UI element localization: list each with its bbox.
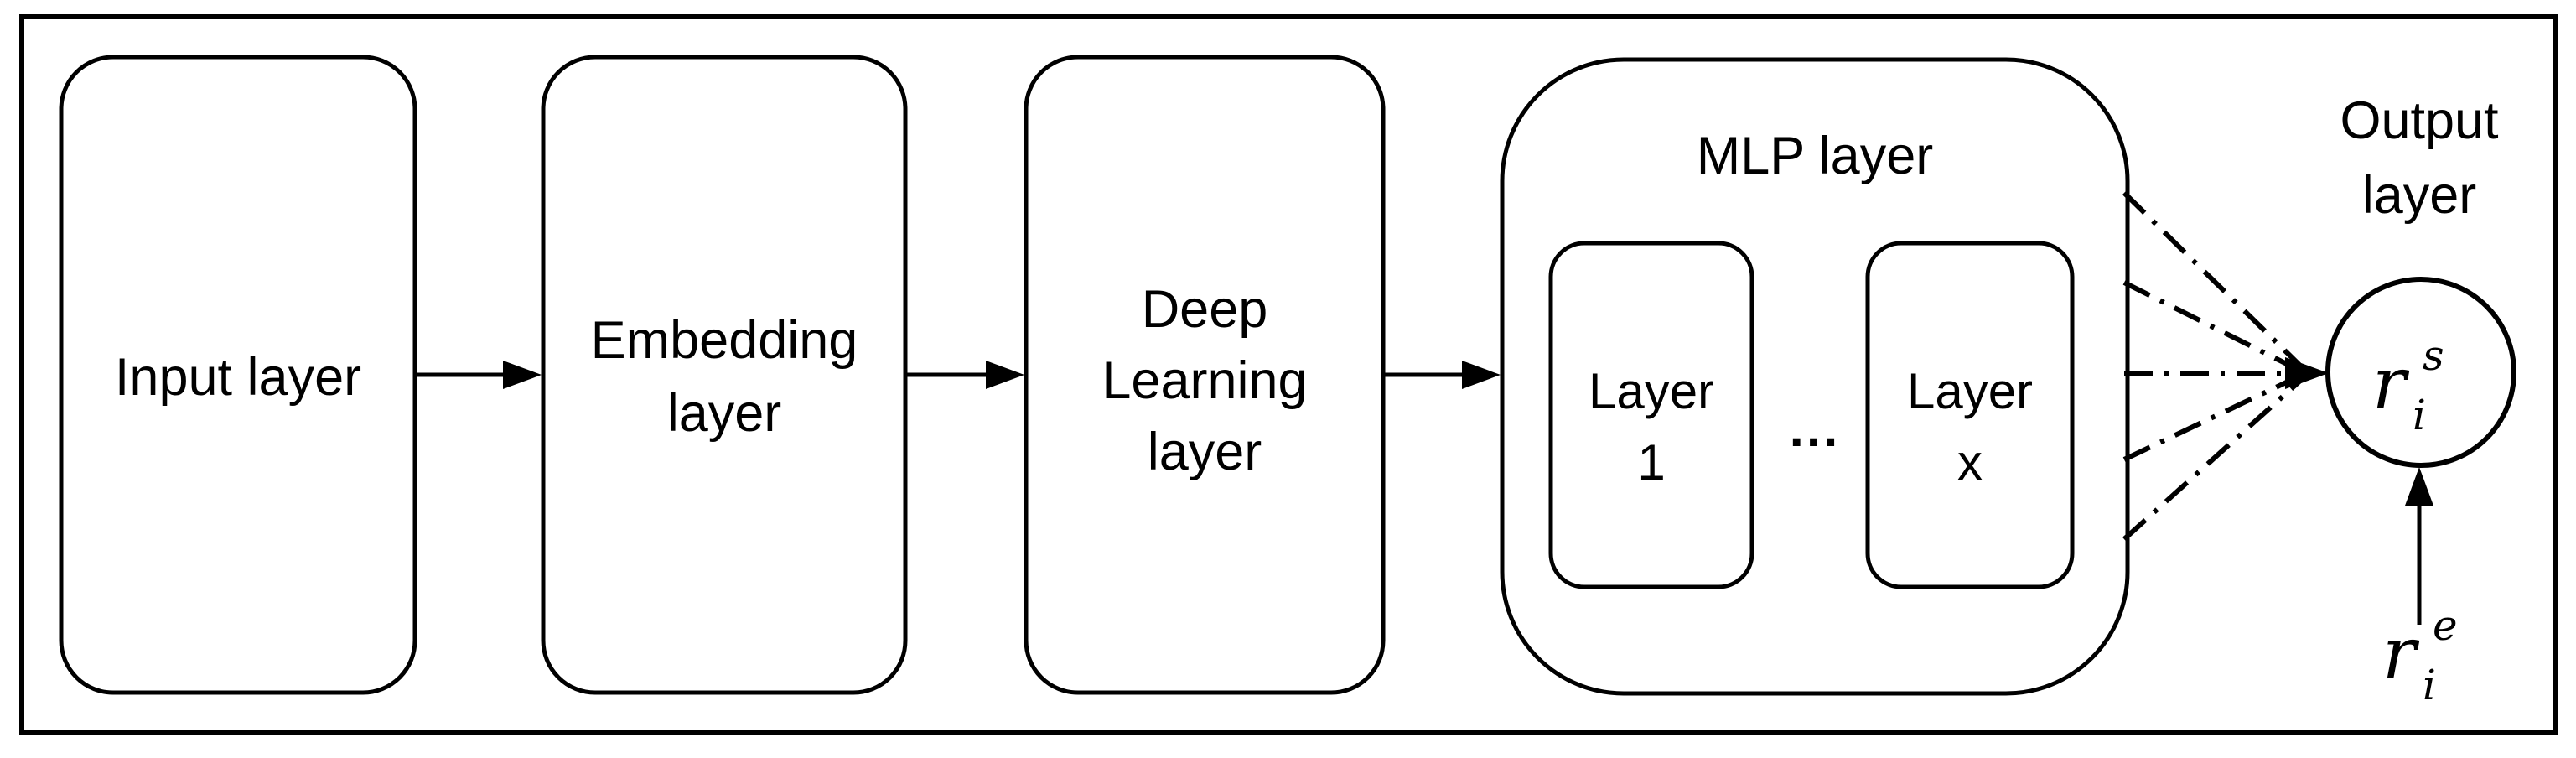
mlp-layer1-label-line2: 1 (1637, 434, 1665, 491)
mlp-layer1-label-line1: Layer (1589, 363, 1714, 419)
arrow-external-input-to-output (2405, 467, 2433, 625)
mlp-layer1-box (1548, 241, 1754, 589)
arrow-head-icon (986, 361, 1024, 389)
external-input-subscript: i (2423, 661, 2436, 709)
embedding-layer-label-line1: Embedding (591, 311, 858, 370)
dashdot-connection-line (2122, 190, 2303, 368)
output-symbol-subscript: i (2413, 391, 2426, 439)
arrow-input-to-embedding (415, 361, 542, 389)
arrow-deep-to-mlp (1383, 361, 1501, 389)
external-input-superscript: e (2433, 601, 2458, 650)
dashdot-connection-line (2122, 280, 2299, 371)
dashdot-connection-line (2122, 378, 2303, 542)
deep-learning-label-line1: Deep (1142, 280, 1268, 339)
mlp-layer-box (1500, 57, 2130, 696)
arrow-head-icon (2285, 357, 2329, 389)
input-layer-label: Input layer (115, 348, 361, 407)
mlp-layerx-box (1865, 241, 2075, 589)
output-symbol-base: r (2372, 342, 2410, 424)
mlp-layer-title: MLP layer (1697, 127, 1933, 185)
deep-learning-label-line3: layer (1148, 423, 1262, 481)
external-input-base: r (2382, 612, 2420, 694)
embedding-layer-box (541, 55, 908, 695)
external-input-symbol: r e i (2382, 601, 2462, 709)
output-symbol-superscript: s (2423, 331, 2444, 380)
embedding-layer-label-line2: layer (667, 384, 782, 443)
deep-learning-label-line2: Learning (1101, 351, 1307, 410)
output-layer-label-line1: Output (2340, 91, 2499, 150)
mlp-layerx-label-line2: x (1957, 434, 1983, 491)
mlp-layerx-label-line1: Layer (1907, 363, 2033, 419)
output-node-circle (2325, 277, 2516, 468)
output-layer-label-line2: layer (2362, 166, 2477, 225)
mlp-ellipsis: ... (1790, 400, 1841, 458)
output-node-symbol: r s i (2372, 331, 2449, 439)
arrow-head-icon (2405, 467, 2433, 506)
arrow-head-icon (1462, 361, 1501, 389)
mlp-to-output-connections (2122, 190, 2303, 542)
dashdot-connection-line (2122, 375, 2299, 462)
arrow-head-icon (503, 361, 542, 389)
arrow-embedding-to-deep (905, 361, 1024, 389)
outer-border (19, 14, 2558, 735)
